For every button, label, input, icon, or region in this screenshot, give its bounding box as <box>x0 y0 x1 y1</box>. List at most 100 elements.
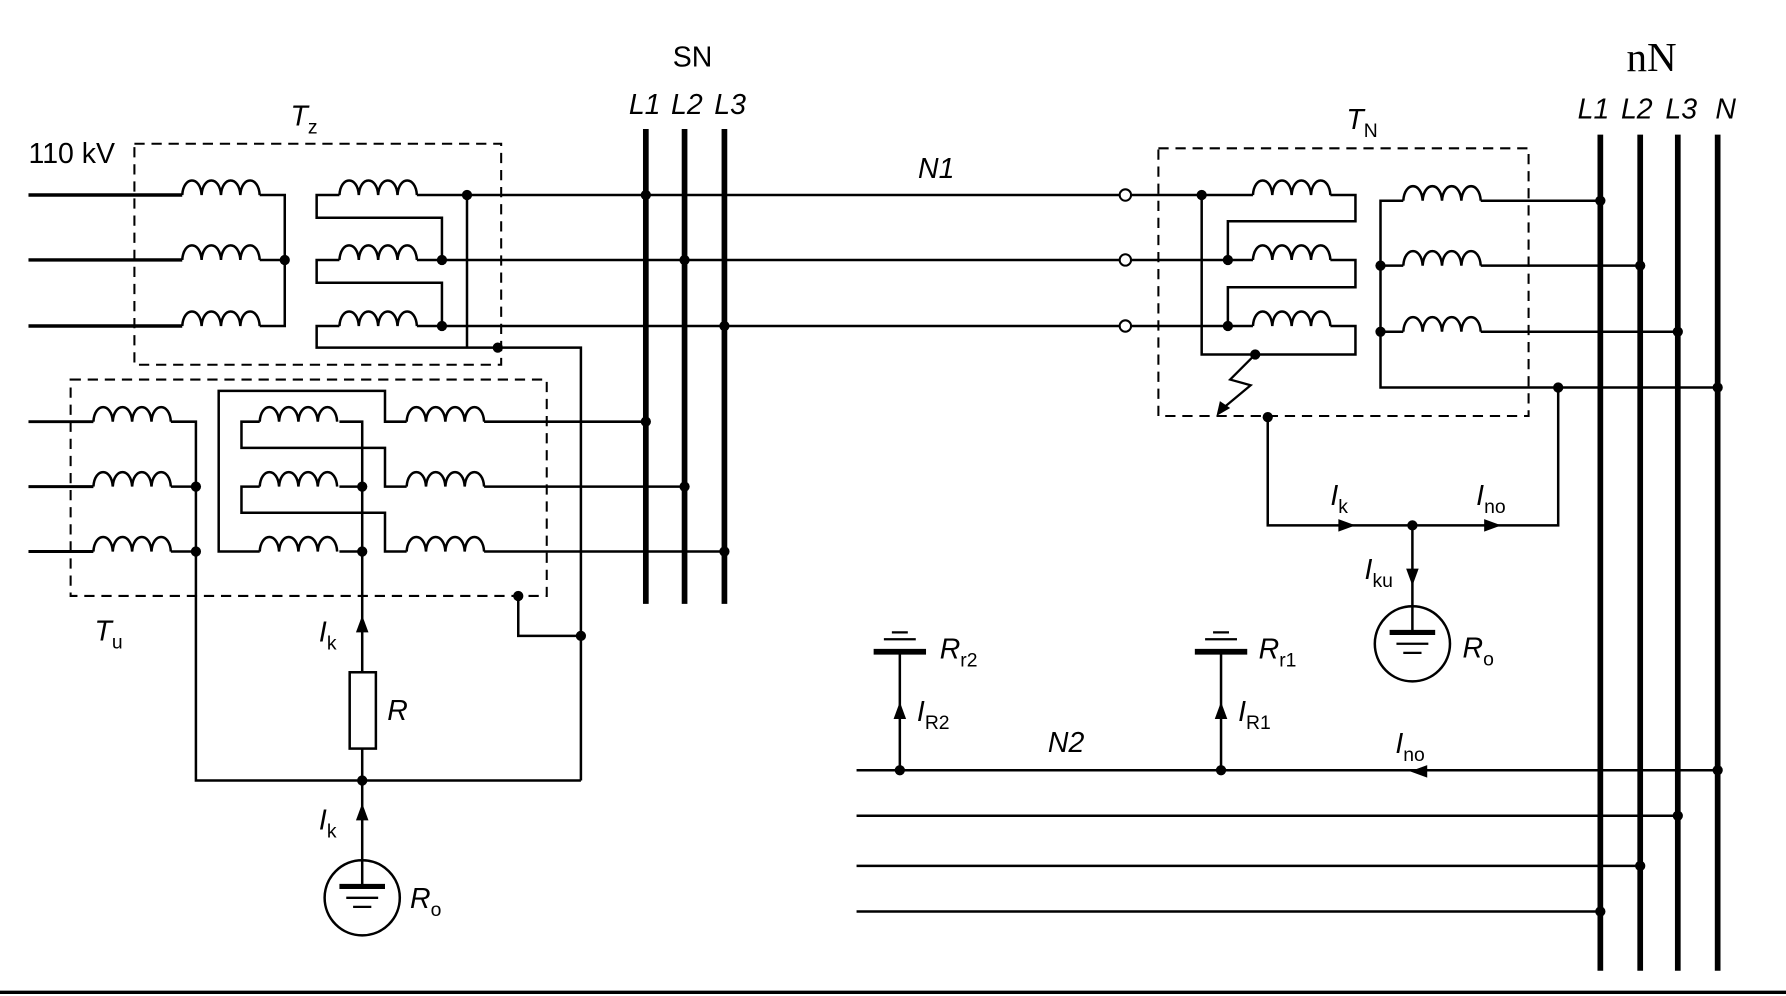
nn-label-n: N <box>1715 94 1736 126</box>
junction-dot <box>1712 382 1723 393</box>
nn-title: nN <box>1627 34 1677 80</box>
ir1-subscript: R1 <box>1246 712 1271 734</box>
tn-terminal <box>1118 188 1133 202</box>
tu-neutral-lead <box>339 420 364 673</box>
iku-arrow <box>1406 568 1419 586</box>
nn-label-l1: L1 <box>1578 94 1610 126</box>
rr2-symbol: R <box>940 634 961 666</box>
junction-dot <box>1222 320 1234 332</box>
tn-secondary-coil <box>1402 315 1482 332</box>
tu-primary-coil <box>92 535 173 552</box>
ik-resistor-upper-label: Ik <box>319 617 337 655</box>
tn-subscript: N <box>1364 120 1378 142</box>
ino-symbol: I <box>1476 480 1484 512</box>
tz-primary-coil <box>180 179 261 196</box>
ro-fault-label: Ro <box>1463 632 1494 670</box>
ik-arrow <box>1338 519 1356 532</box>
tu-secondary-wire <box>240 485 407 553</box>
labels: 110 kV Tz Tu SN L1 L2 L3 N1 TN nN L1 L2 … <box>28 34 1736 921</box>
junction-dot <box>679 254 690 266</box>
tu-label: Tu <box>95 615 123 653</box>
ir1-symbol: I <box>1238 696 1246 728</box>
junction-dot <box>357 775 368 786</box>
tn-primary-coil <box>1251 244 1332 261</box>
junction-dot <box>1196 189 1207 201</box>
tz-zigzag-wire <box>315 258 444 327</box>
ro-neutral-label: Ro <box>410 883 441 921</box>
tu-symbol: T <box>95 615 115 647</box>
tn-enclosure <box>1157 147 1530 418</box>
ino-return-arrow <box>1410 765 1428 778</box>
junction-dot <box>357 546 368 557</box>
tu-tank-lead <box>517 595 581 638</box>
tn-secondary-coil <box>1402 184 1482 201</box>
junction-dot <box>679 481 690 492</box>
tz-secondary-coil <box>338 179 419 196</box>
tz-symbol: T <box>290 101 310 133</box>
junction-dot <box>1222 254 1234 266</box>
nn-label-l2: L2 <box>1621 94 1653 126</box>
tz-secondary-coil <box>338 310 419 327</box>
tn-secondary-coil <box>1402 249 1482 266</box>
junction-dot <box>357 481 368 492</box>
iku-subscript: ku <box>1372 570 1392 592</box>
junction-dot <box>513 590 524 602</box>
tu-secondary-wire <box>217 389 407 553</box>
tz-zigzag-wire <box>315 324 498 349</box>
ino-arrow <box>1484 519 1502 532</box>
tn-delta-wire <box>1200 195 1357 356</box>
ik-arrow-upper <box>355 615 369 633</box>
fault-lightning-icon <box>1222 353 1257 409</box>
ik-subscript: k <box>1338 496 1348 518</box>
ino-fault-label: Ino <box>1476 480 1505 518</box>
tu-primary-coil <box>92 405 173 422</box>
junction-dot <box>1375 260 1386 271</box>
rr1-symbol: R <box>1259 634 1280 666</box>
junction-dot <box>719 320 730 332</box>
tn-primary-coil <box>1251 310 1332 327</box>
ir2-symbol: I <box>917 696 925 728</box>
ir1-label: IR1 <box>1238 696 1271 734</box>
tu-secondary-coil <box>258 535 339 552</box>
tz-enclosure <box>133 142 503 366</box>
nn-label-l3: L3 <box>1665 94 1697 126</box>
junction-dot <box>719 546 730 557</box>
tu-secondary-wire <box>240 420 407 488</box>
tz-label: Tz <box>290 101 317 139</box>
ir2-subscript: R2 <box>925 712 950 734</box>
fault-lightning-arrowhead <box>1216 401 1231 416</box>
iku-label: Iku <box>1365 554 1393 592</box>
ik-symbol: I <box>319 804 327 836</box>
tz-primary-coil <box>180 310 261 327</box>
rr1-label: Rr1 <box>1259 634 1297 672</box>
ik-resistor-lower-label: Ik <box>319 804 337 842</box>
tn-delta-wire <box>1226 193 1357 260</box>
junction-dot <box>1635 860 1646 872</box>
sn-title: SN <box>673 41 713 73</box>
ro-subscript: o <box>1483 648 1494 670</box>
tu-primary-coil <box>92 470 173 487</box>
tz-subscript: z <box>308 117 318 139</box>
ir2-arrow <box>893 701 907 719</box>
iku-symbol: I <box>1365 554 1373 586</box>
ino-subscript: no <box>1484 496 1506 518</box>
junction-dot <box>1595 195 1606 206</box>
tz-zigzag-wire <box>315 193 444 260</box>
junction-dot <box>1635 260 1646 271</box>
junction-dot <box>190 481 202 492</box>
ik-symbol: I <box>1330 480 1338 512</box>
tu-secondary-coil <box>258 470 339 487</box>
ir1-arrow <box>1214 701 1228 719</box>
sn-label-l3: L3 <box>714 89 746 121</box>
ik-fault-label: Ik <box>1330 480 1348 518</box>
line-n2-label: N2 <box>1048 727 1085 759</box>
grounding-resistor <box>348 671 378 750</box>
ro-subscript: o <box>431 899 442 921</box>
junction-dot <box>190 546 202 557</box>
junction-dot <box>1672 810 1683 821</box>
tn-label: TN <box>1346 104 1377 142</box>
tn-delta-wire <box>1226 258 1357 327</box>
junction-dot <box>1712 765 1723 776</box>
junction-dot <box>1672 326 1683 337</box>
